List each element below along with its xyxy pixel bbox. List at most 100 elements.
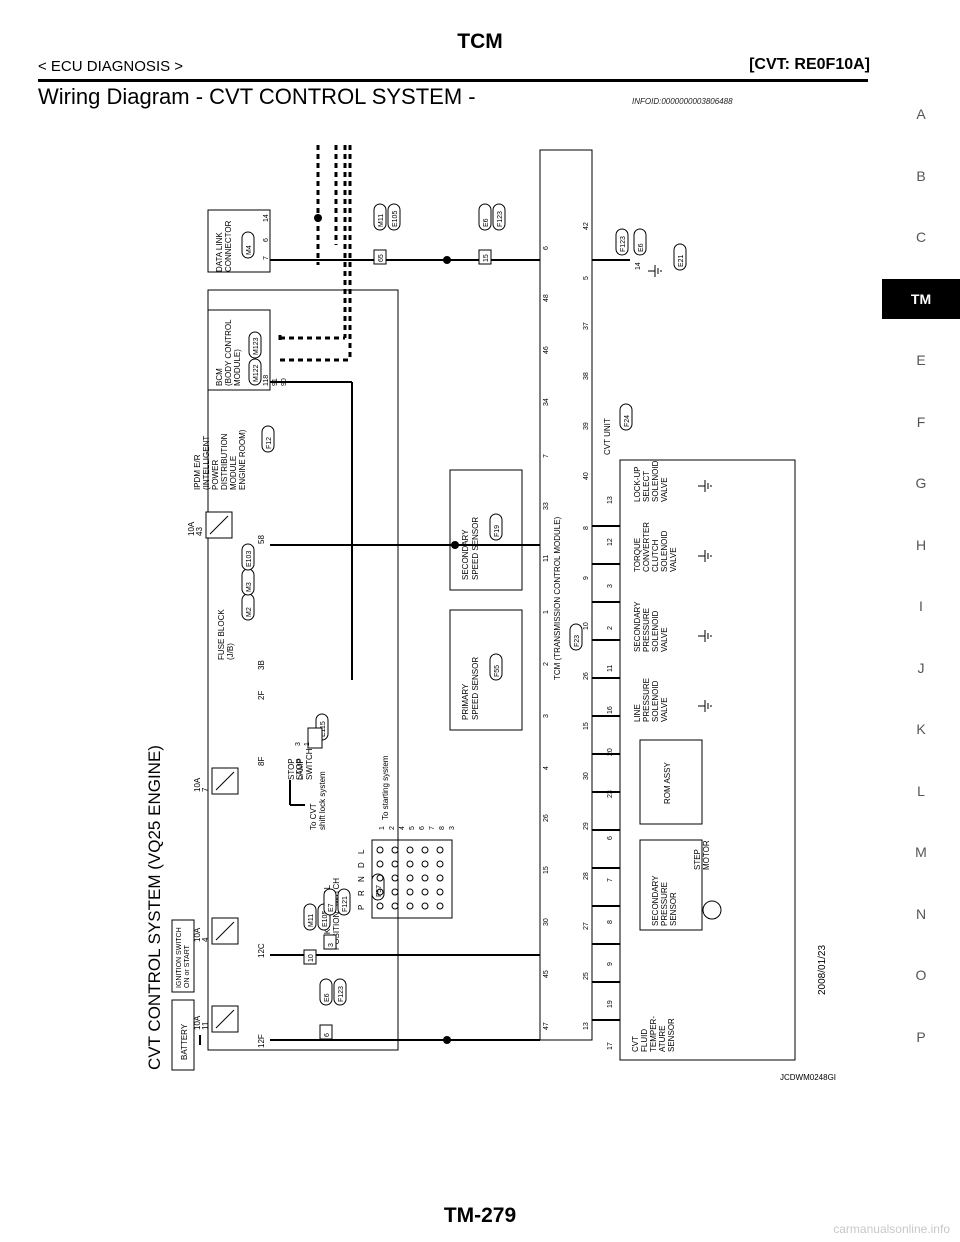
conn-m11_e105-a: M11	[308, 914, 315, 927]
torque-conv-label-4: VALVE	[669, 547, 678, 572]
stop-lamp-label-0: STOP	[295, 758, 304, 780]
header-divider	[38, 79, 868, 82]
primary-speed-frame	[449, 609, 523, 731]
section-index-n[interactable]: N	[915, 905, 927, 922]
tcm-pin-bot-9: 9	[583, 576, 590, 580]
sec-pressure-sol-label-3: VALVE	[660, 627, 669, 652]
bcm-pins-2: 90	[281, 378, 288, 386]
conn-e6_f123-pin: 6	[324, 1033, 331, 1037]
section-index-b[interactable]: B	[916, 167, 926, 184]
pnp-contact	[376, 902, 384, 910]
cvt-pin-11: 3	[607, 584, 614, 588]
lockup-label-3: VALVE	[660, 477, 669, 502]
conn-m123: M123	[253, 337, 260, 355]
section-index-tm[interactable]: TM	[882, 278, 960, 319]
fuse-11-0: 10A	[193, 1015, 202, 1030]
pin-2f: 2F	[257, 691, 266, 700]
tcm-pin-top-4: 26	[543, 814, 550, 822]
ground-symbol	[698, 700, 712, 712]
section-index-l[interactable]: L	[917, 782, 925, 799]
conn-m3: M3	[246, 582, 253, 592]
section-index-f[interactable]: F	[916, 413, 926, 430]
pnp-contact	[406, 846, 414, 854]
section-index-a[interactable]: A	[916, 106, 926, 122]
conn-f12: F12	[266, 437, 273, 449]
pnp-pin-7: 3	[449, 826, 456, 830]
pnp-pin-6: 8	[439, 826, 446, 830]
conn-gnd-pin: 14	[635, 262, 642, 270]
conn-e7_f121-a: E7	[328, 903, 335, 912]
fuse-4-0: 10A	[193, 927, 202, 942]
cvt-pin-7: 20	[607, 748, 614, 756]
section-title: Wiring Diagram - CVT CONTROL SYSTEM -	[38, 84, 476, 109]
stop-lamp-label-1: LAMP	[296, 758, 305, 780]
conn-e6_f123_top-b: F123	[497, 211, 504, 227]
conn-e7_f121-a-box	[323, 888, 337, 916]
pnp-pos-P: P	[357, 905, 366, 910]
conn-gnd-f123: F123	[620, 236, 627, 252]
section-index-p[interactable]: P	[916, 1028, 926, 1045]
conn-gnd-f123-box	[615, 228, 629, 256]
conn-e21-box	[673, 243, 687, 271]
conn-f24: F24	[624, 415, 631, 427]
tcm-pin-bot-10: 8	[583, 526, 590, 530]
torque-conv-label-2: CLUTCH	[651, 539, 660, 572]
bcm-frame	[207, 309, 271, 391]
section-index-k[interactable]: K	[916, 721, 926, 737]
to-shift-lock-0: To CVT	[309, 803, 318, 830]
conn-e6_f123-a: E6	[324, 993, 331, 1002]
conn-m122: M122	[253, 364, 260, 382]
section-index-e[interactable]: E	[916, 352, 926, 368]
pnp-contact	[391, 874, 399, 882]
pin-12f: 12F	[257, 1034, 266, 1048]
conn-m4: M4	[246, 245, 253, 255]
pnp-contact	[391, 846, 399, 854]
section-index-g[interactable]: G	[915, 475, 927, 491]
conn-f57: F57	[376, 885, 383, 897]
cvt-pin-13: 13	[607, 496, 614, 504]
pnp-contact	[391, 860, 399, 868]
ignition-label-1: ON or START	[184, 944, 191, 988]
tcm-pin-top-10: 33	[543, 502, 550, 510]
battery-box	[171, 999, 195, 1071]
torque-conv-label-3: SOLENOID	[660, 530, 669, 572]
tcm-pin-top-0: 47	[543, 1022, 550, 1030]
pnp-contact	[406, 888, 414, 896]
conn-e6_f123_top-a-box	[478, 203, 492, 231]
sec-pressure-sol-label-2: SOLENOID	[651, 610, 660, 652]
ipdm-label-3: DISTRIBUTION	[220, 433, 229, 490]
tcm-frame	[539, 149, 593, 1041]
fuse-43-symbol	[209, 515, 229, 535]
cvt-unit-frame	[619, 459, 796, 1061]
tcm-pin-bot-7: 26	[583, 672, 590, 680]
section-index-m[interactable]: M	[915, 844, 927, 860]
conn-e6_f123-b-box	[333, 978, 347, 1006]
conn-f23: F23	[574, 635, 581, 647]
pnp-contact	[406, 902, 414, 910]
conn-m11_e105_top-pin-box	[373, 249, 387, 265]
step-motor-label-0: STEP	[693, 849, 702, 870]
pnp-contact	[436, 874, 444, 882]
conn-m11_e105-pin-box	[303, 949, 317, 965]
pnp-label-1: POSITION SWITCH	[332, 878, 341, 950]
watermark: carmanualsonline.info	[833, 1222, 950, 1236]
tcm-pin-bot-16: 42	[583, 222, 590, 230]
stop-lamp-pins-1: 1	[304, 742, 311, 746]
conn-e21: E21	[678, 254, 685, 267]
bcm-label-1: (BODY CONTROL	[224, 319, 233, 386]
section-index-i[interactable]: I	[919, 598, 923, 614]
tcm-pin-top-5: 4	[543, 766, 550, 770]
lockup-label-1: SELECT	[642, 471, 651, 502]
pnp-pos-R: R	[357, 890, 366, 896]
fuse-block-frame	[207, 289, 399, 1051]
pnp-contact	[391, 888, 399, 896]
section-index-h[interactable]: H	[915, 536, 927, 553]
tcm-pin-top-1: 45	[543, 970, 550, 978]
section-index-j[interactable]: J	[917, 659, 925, 676]
tcm-pin-top-14: 48	[543, 294, 550, 302]
section-index-c[interactable]: C	[915, 229, 927, 245]
section-index-o[interactable]: O	[915, 967, 927, 983]
conn-m122-box	[248, 358, 262, 386]
conn-m11_e105-pin: 10	[308, 954, 315, 962]
conn-f55-box	[489, 653, 503, 681]
